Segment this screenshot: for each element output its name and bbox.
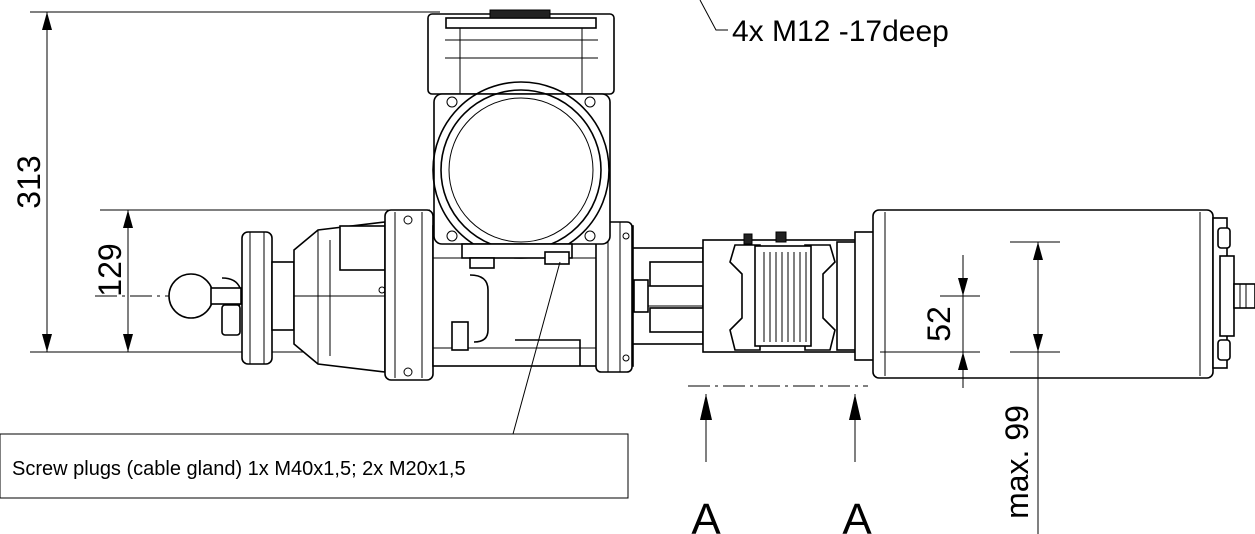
screw-plugs-box	[0, 433, 629, 499]
section-mark-left: A	[691, 495, 721, 534]
screw-plugs-text: Screw plugs (cable gland) 1x M40x1,5; 2x…	[12, 458, 466, 480]
dimension-52-label: 52	[921, 306, 957, 342]
dimension-max-99: max. 99	[999, 241, 1060, 534]
valve-body	[702, 231, 876, 361]
motor-housing	[427, 9, 615, 269]
dimension-129-label: 129	[92, 243, 128, 296]
thread-note-callout: 4x M12 -17deep	[699, 0, 949, 48]
section-mark-right: A	[842, 495, 872, 534]
dimension-313-label: 313	[11, 155, 47, 208]
dimension-313: 313	[11, 11, 520, 353]
dimension-52: 52	[880, 255, 980, 388]
dimension-129: 129	[92, 209, 430, 352]
gearbox-housing	[293, 209, 434, 381]
shaft-assembly	[632, 247, 706, 345]
thread-section	[763, 252, 807, 342]
handwheel	[168, 231, 295, 365]
thread-note-text: 4x M12 -17deep	[732, 15, 949, 48]
screw-plugs-callout: Screw plugs (cable gland) 1x M40x1,5; 2x…	[0, 261, 629, 499]
cylinder	[872, 209, 1255, 379]
dimension-max-99-label: max. 99	[999, 405, 1035, 519]
section-line-a-a: A A	[688, 385, 872, 534]
